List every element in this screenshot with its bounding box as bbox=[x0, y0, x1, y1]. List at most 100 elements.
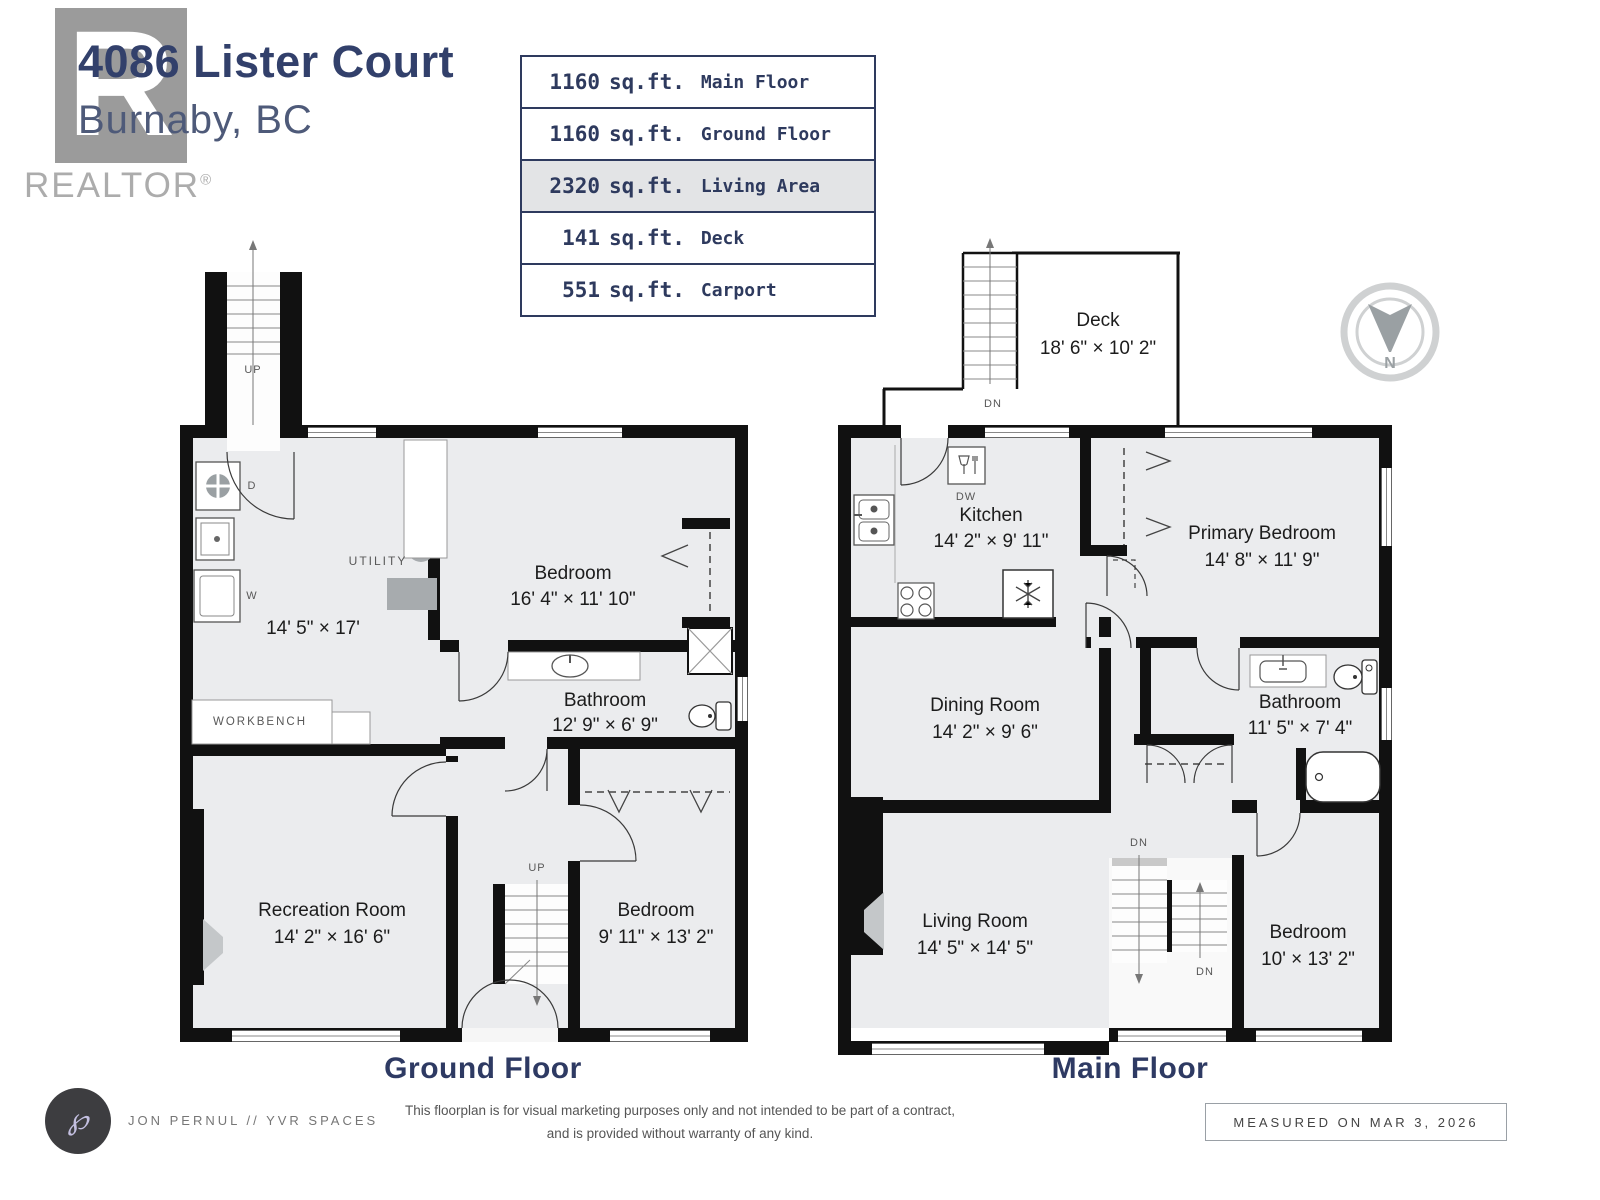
deck-staircase bbox=[961, 238, 1019, 389]
disclaimer-line2: and is provided without warranty of any … bbox=[546, 1126, 814, 1141]
room-name-main-bathroom: Bathroom bbox=[1258, 692, 1342, 713]
ground-interior-staircase bbox=[504, 880, 568, 1006]
room-dims-kitchen: 14' 2" × 9' 11" bbox=[933, 531, 1049, 552]
main-floor-title: Main Floor bbox=[1051, 1052, 1209, 1085]
table-row: 141 sq.ft. Deck bbox=[522, 211, 874, 263]
kitchen-sink-icon bbox=[853, 494, 895, 546]
main-door-openings bbox=[901, 425, 1300, 813]
ground-floor-title: Ground Floor bbox=[384, 1052, 582, 1085]
room-name-main-bedroom: Bedroom bbox=[1269, 922, 1347, 943]
window bbox=[610, 1030, 710, 1042]
ground-toilet-icon bbox=[688, 701, 732, 731]
room-dims-living: 14' 5" × 14' 5" bbox=[916, 938, 1034, 959]
stair-dn-label: DN bbox=[1196, 966, 1214, 978]
realtor-logo-icon: R bbox=[55, 8, 187, 163]
window bbox=[1381, 468, 1392, 546]
dishwasher-label: DW bbox=[955, 491, 977, 503]
main-fireplace bbox=[864, 892, 884, 950]
realtor-word: REALTOR bbox=[24, 166, 201, 205]
utility-dims: 14' 5" × 17' bbox=[266, 618, 360, 639]
photographer-logo-icon: ℘ bbox=[45, 1088, 111, 1154]
entry-staircase-up bbox=[1172, 880, 1227, 958]
dryer-icon bbox=[195, 461, 241, 511]
room-name-bedroom1: Bedroom bbox=[534, 563, 612, 584]
area-summary-table: 1160 sq.ft. Main Floor 1160 sq.ft. Groun… bbox=[520, 55, 876, 317]
room-name-deck: Deck bbox=[1076, 310, 1120, 331]
dishwasher-icon bbox=[947, 446, 986, 485]
stair-dn-label: DN bbox=[1130, 837, 1148, 849]
room-dims-bedroom1: 16' 4" × 11' 10" bbox=[510, 589, 636, 610]
room-name-bedroom2: Bedroom bbox=[617, 900, 695, 921]
table-row: 551 sq.ft. Carport bbox=[522, 263, 874, 315]
utility-label: UTILITY bbox=[348, 554, 408, 568]
area-label: Main Floor bbox=[700, 71, 810, 93]
area-value: 551 bbox=[562, 278, 600, 302]
window bbox=[737, 677, 748, 721]
measured-date-badge: MEASURED ON MAR 3, 2026 bbox=[1205, 1103, 1507, 1141]
room-name-primary-bedroom: Primary Bedroom bbox=[1188, 523, 1336, 544]
disclaimer-line1: This floorplan is for visual marketing p… bbox=[404, 1103, 956, 1118]
area-label: Living Area bbox=[700, 175, 821, 197]
area-label: Carport bbox=[700, 279, 777, 301]
area-value: 2320 bbox=[549, 174, 600, 198]
ground-fireplace bbox=[203, 919, 223, 971]
window bbox=[232, 1030, 400, 1042]
area-unit: sq.ft. bbox=[609, 122, 685, 146]
furnace-icon bbox=[387, 578, 437, 610]
window bbox=[1381, 688, 1392, 740]
window bbox=[308, 427, 376, 438]
room-name-kitchen: Kitchen bbox=[959, 505, 1023, 526]
shower-icon bbox=[687, 627, 733, 675]
main-door-arcs bbox=[900, 437, 1301, 857]
area-unit: sq.ft. bbox=[609, 70, 685, 94]
primary-closet bbox=[1113, 448, 1172, 590]
ground-vanity-sink-icon bbox=[507, 651, 641, 681]
room-name-recreation: Recreation Room bbox=[258, 900, 406, 921]
page-title-address: 4086 Lister Court bbox=[78, 36, 455, 87]
stair-up-label: UP bbox=[244, 364, 262, 376]
room-name-living: Living Room bbox=[922, 911, 1028, 932]
utility-closet bbox=[403, 439, 448, 559]
entry-staircase-down bbox=[1112, 855, 1167, 984]
room-dims-main-bedroom: 10' × 13' 2" bbox=[1261, 949, 1355, 970]
window bbox=[538, 427, 622, 438]
area-unit: sq.ft. bbox=[609, 226, 685, 250]
bedroom2-closet bbox=[585, 789, 730, 814]
table-row-highlighted: 2320 sq.ft. Living Area bbox=[522, 159, 874, 211]
room-name-bathroom: Bathroom bbox=[563, 690, 647, 711]
dryer-label: D bbox=[247, 480, 257, 492]
table-row: 1160 sq.ft. Ground Floor bbox=[522, 107, 874, 159]
window bbox=[1256, 1030, 1362, 1042]
stair-dn-label: DN bbox=[984, 398, 1002, 410]
area-value: 141 bbox=[562, 226, 600, 250]
room-dims-main-bathroom: 11' 5" × 7' 4" bbox=[1247, 718, 1353, 739]
bedroom-closet bbox=[660, 532, 711, 615]
table-row: 1160 sq.ft. Main Floor bbox=[522, 57, 874, 107]
stove-icon bbox=[897, 582, 935, 620]
credit-text: JON PERNUL // YVR SPACES bbox=[128, 1113, 379, 1128]
room-dims-bathroom: 12' 9" × 6' 9" bbox=[552, 715, 658, 736]
area-unit: sq.ft. bbox=[609, 174, 685, 198]
area-unit: sq.ft. bbox=[609, 278, 685, 302]
ground-door-openings bbox=[227, 425, 580, 1042]
deck-outline bbox=[882, 251, 1180, 425]
main-vanity-sink-icon bbox=[1249, 654, 1327, 688]
room-dims-deck: 18' 6" × 10' 2" bbox=[1039, 338, 1157, 359]
workbench-icon bbox=[191, 699, 371, 745]
main-toilet-icon bbox=[1333, 659, 1378, 695]
area-value: 1160 bbox=[549, 70, 600, 94]
utility-sink-icon bbox=[195, 517, 235, 561]
compass-icon bbox=[1340, 282, 1440, 382]
window bbox=[872, 1043, 1044, 1055]
entry-door-window bbox=[1118, 1030, 1226, 1042]
washer-label: W bbox=[246, 590, 258, 602]
room-dims-primary-bedroom: 14' 8" × 11' 9" bbox=[1204, 550, 1320, 571]
registered-mark: ® bbox=[200, 171, 214, 189]
room-dims-dining: 14' 2" × 9' 6" bbox=[932, 722, 1038, 743]
workbench-label: WORKBENCH bbox=[212, 716, 308, 728]
exterior-staircase bbox=[205, 240, 302, 451]
area-value: 1160 bbox=[549, 122, 600, 146]
realtor-wordmark: REALTOR® bbox=[24, 166, 213, 206]
washer-icon bbox=[193, 569, 241, 623]
